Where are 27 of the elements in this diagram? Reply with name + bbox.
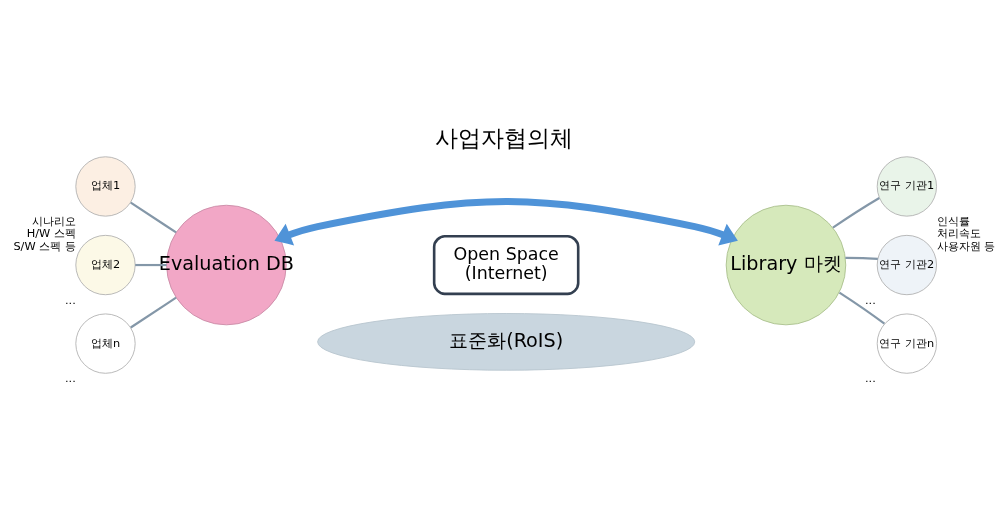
node-circle: Library 마켓 [725,204,847,326]
connector [135,263,167,267]
node-circle: 연구 기관1 [876,156,937,217]
node-label: H/W 스펙 [26,226,76,241]
node-circle: 업체2 [75,234,136,296]
node-label: 사용자원 등 [936,238,996,253]
node-box: Open Space (Internet) [432,234,580,296]
connector [845,256,878,260]
connector [838,291,886,325]
node-label: 처리속도 [936,226,981,241]
node-circle: 연구 기관2 [876,234,937,296]
diagram-title: 사업자협의체 [435,125,573,152]
connector [832,197,880,229]
node-circle: 업체1 [75,156,136,217]
node-label: S/W 스펙 등 [13,238,76,253]
node-label: 시나리오 [31,214,76,229]
node-label: ... [65,371,76,386]
connector [130,296,177,329]
node-ellipse: 표준화(RoIS) [317,313,696,371]
node-label: ... [65,292,76,307]
arrow [274,198,738,246]
node-label: ... [864,371,876,386]
node-circle: 연구 기관n [876,313,937,374]
node-label: ... [864,292,876,307]
node-circle: 업체n [75,313,136,374]
connector [130,201,177,234]
node-label: 인식률 [936,214,970,229]
